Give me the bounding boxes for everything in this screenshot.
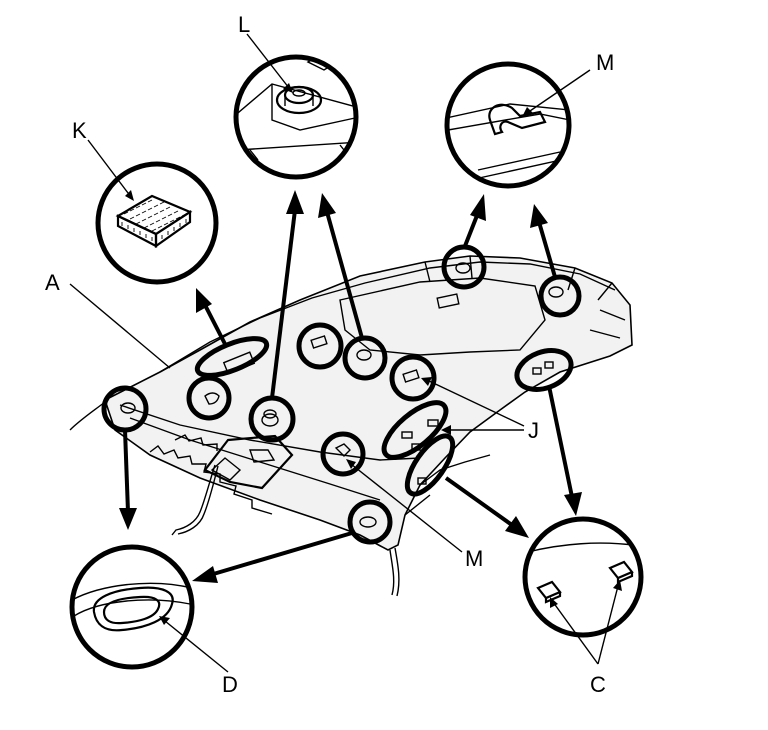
label-c: C <box>590 672 606 697</box>
label-m-bottom: M <box>465 546 483 571</box>
detail-l-clip <box>233 54 359 180</box>
label-j: J <box>528 418 539 443</box>
headliner-panel <box>69 255 633 597</box>
label-l: L <box>238 12 250 37</box>
label-m-top: M <box>596 50 614 75</box>
callout-labels: L M K A J M D C <box>45 12 614 697</box>
label-k: K <box>72 118 87 143</box>
arrows <box>119 190 582 583</box>
hook-and-loop-pad <box>115 194 193 249</box>
detail-k-pad <box>95 161 219 285</box>
clip-c-right <box>608 560 634 584</box>
location-rings <box>101 244 582 545</box>
detail-c-clips <box>522 516 644 638</box>
detail-m-clip-top <box>444 61 572 189</box>
label-d: D <box>222 672 238 697</box>
detail-d-grommet <box>69 544 195 670</box>
leader-lines <box>69 33 622 673</box>
label-a: A <box>45 270 60 295</box>
clip-c-left <box>536 580 562 604</box>
